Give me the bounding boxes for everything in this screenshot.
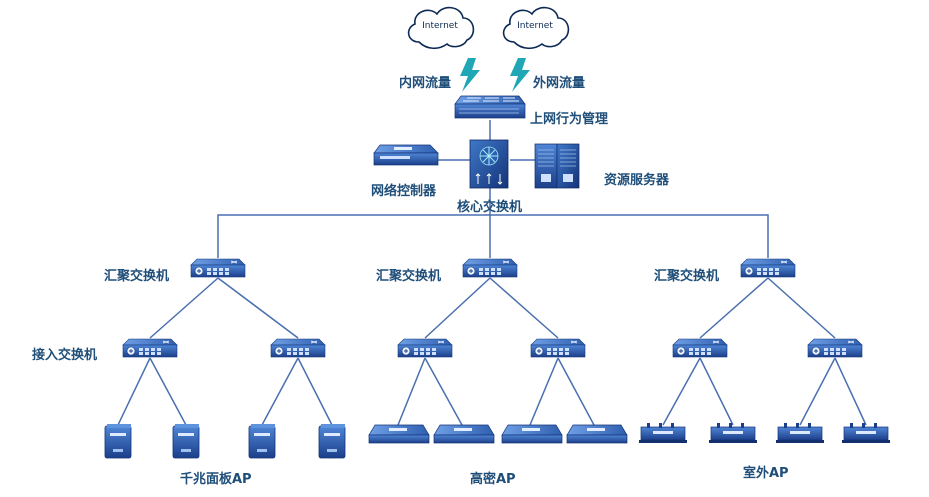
access-switch-icon [122, 338, 178, 358]
link-agg3-acc5 [699, 277, 769, 339]
cloud-icon: Internet [407, 6, 475, 50]
firewall-icon [454, 95, 526, 119]
high-density-ap-icon [501, 424, 563, 444]
link-acc2-ap4 [297, 357, 333, 426]
aggregation-switch-label-3: 汇聚交换机 [654, 269, 720, 284]
lightning-icon [510, 58, 530, 92]
high-density-ap-icon [368, 424, 430, 444]
link-acc4-ap7 [529, 357, 559, 426]
access-switch-icon [397, 338, 453, 358]
outdoor-ap-icon [638, 422, 688, 444]
access-switch-icon [672, 338, 728, 358]
link-agg2-acc3 [424, 277, 491, 339]
server-icon [534, 143, 580, 189]
link-acc3-ap6 [424, 357, 463, 426]
aggregation-switch-icon [190, 258, 246, 278]
core-switch-icon [469, 139, 509, 189]
panel-ap-icon [172, 423, 200, 459]
cloud-label-2: Internet [517, 21, 553, 31]
access-switch-icon [530, 338, 586, 358]
internal-traffic-label: 内网流量 [399, 76, 452, 91]
network-controller-label: 网络控制器 [371, 184, 437, 199]
link-acc6-ap11 [799, 357, 836, 426]
link-agg1-acc2 [217, 277, 299, 339]
access-switch-label: 接入交换机 [32, 348, 98, 363]
panel-ap-icon [248, 423, 276, 459]
lightning-icon [460, 58, 480, 92]
behavior-mgmt-label: 上网行为管理 [530, 112, 609, 127]
cloud-label-1: Internet [422, 21, 458, 31]
panel-ap-icon [104, 423, 132, 459]
access-switch-icon [807, 338, 863, 358]
aggregation-switch-icon [462, 258, 518, 278]
outdoor-ap-icon [841, 422, 891, 444]
access-switch-icon [270, 338, 326, 358]
gigabit-panel-ap-label: 千兆面板AP [180, 472, 252, 487]
core-switch-label: 核心交换机 [457, 200, 523, 215]
high-density-ap-icon [566, 424, 628, 444]
high-density-ap-label: 高密AP [470, 472, 516, 487]
external-traffic-label: 外网流量 [533, 76, 586, 91]
outdoor-ap-label: 室外AP [743, 466, 789, 481]
outdoor-ap-icon [708, 422, 758, 444]
link-acc2-ap3 [261, 357, 299, 426]
link-acc3-ap5 [397, 357, 426, 426]
link-agg1-acc1 [149, 277, 219, 339]
outdoor-ap-icon [775, 422, 825, 444]
link-acc1-ap1 [117, 357, 151, 426]
link-agg3-acc6 [767, 277, 836, 339]
aggregation-switch-label-1: 汇聚交换机 [104, 269, 170, 284]
resource-server-label: 资源服务器 [604, 173, 670, 188]
controller-icon [373, 144, 439, 166]
high-density-ap-icon [433, 424, 495, 444]
aggregation-switch-icon [740, 258, 796, 278]
link-acc6-ap12 [834, 357, 867, 426]
connection-lines [117, 120, 867, 426]
link-agg2-acc4 [489, 277, 559, 339]
link-acc1-ap2 [149, 357, 187, 426]
panel-ap-icon [318, 423, 346, 459]
link-core-bus [217, 214, 769, 258]
aggregation-switch-label-2: 汇聚交换机 [376, 269, 442, 284]
link-acc5-ap9 [662, 357, 701, 426]
cloud-icon: Internet [502, 6, 570, 50]
link-acc5-ap10 [699, 357, 734, 426]
link-acc4-ap8 [557, 357, 595, 426]
